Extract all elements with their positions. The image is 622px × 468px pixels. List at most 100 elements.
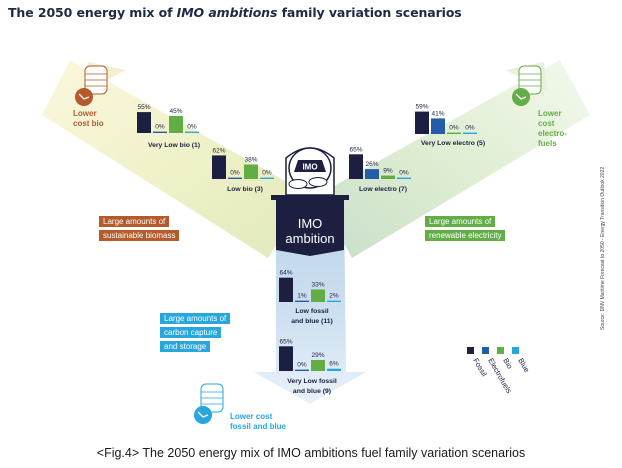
fossil-heading: Lower cost fossil and blue bbox=[230, 412, 286, 432]
legend-label-fossil: Fossil bbox=[471, 357, 489, 379]
bar-electrofuels bbox=[228, 177, 242, 179]
title-suffix: family variation scenarios bbox=[277, 5, 462, 20]
legend-swatch-electrofuels bbox=[482, 347, 489, 354]
bio-heading-line2: cost bio bbox=[73, 119, 104, 128]
bio-arrow bbox=[42, 60, 310, 258]
carbon-box-line3: and storage bbox=[160, 341, 211, 352]
bar-bio bbox=[311, 289, 325, 302]
bar-fossil bbox=[349, 154, 363, 179]
scenario-label: Low electro (7) bbox=[359, 186, 407, 193]
bar-value-label: 0% bbox=[187, 124, 197, 131]
bar-fossil bbox=[212, 155, 226, 179]
bar-value-label: 33% bbox=[311, 281, 324, 288]
electro-heading-line3: electro- bbox=[538, 129, 567, 138]
bar-electrofuels bbox=[431, 118, 445, 134]
scenario-label: and blue (9) bbox=[293, 388, 331, 395]
bar-blue bbox=[260, 177, 274, 179]
bar-bio bbox=[169, 115, 183, 133]
imo-logo-text: IMO bbox=[302, 163, 317, 172]
bar-value-label: 0% bbox=[262, 170, 272, 177]
bar-blue bbox=[397, 177, 411, 179]
bar-value-label: 65% bbox=[279, 338, 292, 345]
bar-fossil bbox=[279, 346, 293, 371]
legend-swatch-fossil bbox=[467, 347, 474, 354]
bar-blue bbox=[463, 132, 477, 134]
electro-heading-line2: cost bbox=[538, 119, 555, 128]
legend-label-bio: Bio bbox=[501, 357, 514, 371]
legend-label-blue: Blue bbox=[516, 357, 531, 375]
carbon-box-line2: carbon capture bbox=[160, 327, 222, 338]
source-note: Source: DNV Maritime Forecast to 2050 - … bbox=[600, 166, 606, 330]
bar-value-label: 41% bbox=[431, 110, 444, 117]
bar-fossil bbox=[137, 112, 151, 133]
bar-value-label: 2% bbox=[329, 293, 339, 300]
bar-value-label: 38% bbox=[244, 157, 257, 164]
bar-value-label: 29% bbox=[311, 352, 324, 359]
bar-value-label: 62% bbox=[212, 147, 225, 154]
bar-value-label: 45% bbox=[169, 108, 182, 115]
fossil-heading-line2: fossil and blue bbox=[230, 422, 287, 431]
page-title: The 2050 energy mix of IMO ambitions fam… bbox=[8, 5, 462, 20]
bar-blue bbox=[185, 131, 199, 133]
bar-value-label: 9% bbox=[383, 168, 393, 175]
imo-ambition-sign bbox=[271, 147, 349, 256]
bar-electrofuels bbox=[153, 131, 167, 133]
electro-arrow bbox=[318, 60, 590, 258]
scenario-label: Very Low bio (1) bbox=[148, 142, 200, 149]
renewable-box-line2: renewable electricity bbox=[425, 230, 506, 241]
bar-value-label: 65% bbox=[349, 146, 362, 153]
scenario-label: and blue (11) bbox=[291, 318, 333, 325]
bar-fossil bbox=[415, 111, 429, 134]
bio-heading: Lower cost bio bbox=[73, 109, 104, 129]
electro-heading: Lower cost electro- fuels bbox=[538, 109, 567, 149]
fossil-heading-line1: Lower cost bbox=[230, 412, 273, 421]
scenario-group: 65% 0% 29% 6% Very Low fossil and blue (9) bbox=[279, 338, 341, 395]
scenario-group: 65% 26% 9% 0% Low electro (7) bbox=[349, 146, 411, 193]
scenario-group: 59%41% 0% 0% Very Low electro (5) bbox=[415, 104, 485, 147]
biomass-box-line2: sustainable biomass bbox=[99, 230, 180, 241]
scenario-label: Very Low fossil bbox=[287, 378, 337, 385]
legend-swatch-blue bbox=[512, 347, 519, 354]
bar-fossil bbox=[279, 277, 293, 302]
bar-value-label: 0% bbox=[297, 362, 307, 369]
bar-value-label: 0% bbox=[399, 170, 409, 177]
electro-heading-line4: fuels bbox=[538, 139, 557, 148]
title-emphasis: IMO ambitions bbox=[176, 5, 278, 20]
electro-heading-line1: Lower bbox=[538, 109, 562, 118]
bar-blue bbox=[327, 368, 341, 371]
legend-swatch-bio bbox=[497, 347, 504, 354]
bar-bio bbox=[244, 164, 258, 179]
renewable-box-line1: Large amounts of bbox=[425, 216, 496, 227]
bar-value-label: 0% bbox=[155, 124, 165, 131]
scenario-group: 64% 1% 33% 2% Low fossil and blue (11) bbox=[279, 270, 341, 325]
scenario-group: 62% 0% 38% 0% Low bio (3) bbox=[212, 147, 274, 193]
bar-value-label: 1% bbox=[297, 293, 307, 300]
bar-blue bbox=[327, 300, 341, 302]
bar-value-label: 0% bbox=[230, 170, 240, 177]
bar-electrofuels bbox=[295, 300, 309, 302]
scenario-label: Very Low electro (5) bbox=[421, 140, 485, 147]
bar-bio bbox=[381, 175, 395, 179]
bar-value-label: 6% bbox=[329, 361, 339, 368]
bar-value-label: 64% bbox=[279, 270, 292, 277]
biomass-box-line1: Large amounts of bbox=[99, 216, 170, 227]
bar-value-label: 0% bbox=[465, 125, 475, 132]
scenario-label: Low bio (3) bbox=[227, 186, 263, 193]
scenario-label: Low fossil bbox=[295, 308, 328, 315]
fossil-barrel-icon bbox=[194, 383, 224, 424]
bar-value-label: 55% bbox=[137, 104, 150, 111]
bar-value-label: 0% bbox=[449, 125, 459, 132]
bar-value-label: 59% bbox=[415, 104, 428, 111]
scenario-group: 55% 0% 45% 0% Very Low bio (1) bbox=[137, 104, 200, 149]
bar-electrofuels bbox=[295, 369, 309, 371]
bar-bio bbox=[447, 132, 461, 134]
carbon-box-line1: Large amounts of bbox=[160, 313, 231, 324]
bio-heading-line1: Lower bbox=[73, 109, 97, 118]
bio-barrel-icon bbox=[75, 65, 108, 106]
figure-caption: <Fig.4> The 2050 energy mix of IMO ambit… bbox=[96, 446, 526, 460]
center-label-line2: ambition bbox=[285, 231, 334, 246]
bar-value-label: 26% bbox=[365, 161, 378, 168]
bar-bio bbox=[311, 359, 325, 371]
